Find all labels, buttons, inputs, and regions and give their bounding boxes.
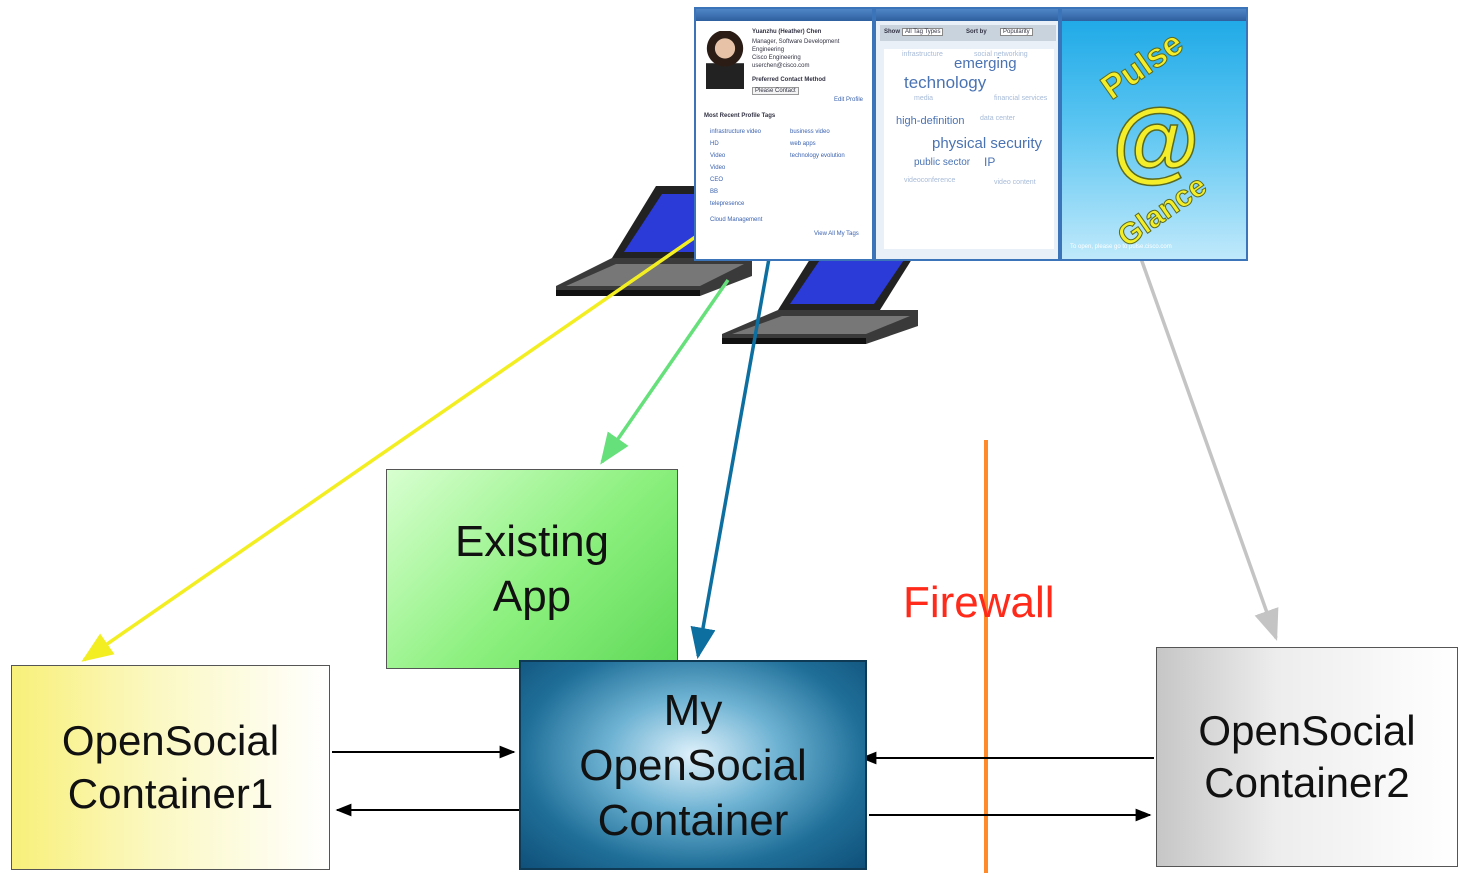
tag-cloud-item[interactable]: financial services (994, 95, 1048, 102)
preferred-contact-select[interactable]: Please Contact (752, 87, 799, 95)
profile-photo (706, 31, 744, 89)
pulse-at-glance-logo: Pulse @ Glance (1094, 24, 1214, 249)
tag-cloud-item[interactable]: videoconference (904, 177, 956, 184)
tag-cloud-item[interactable]: data center (980, 115, 1016, 122)
edit-profile-link[interactable]: Edit Profile (834, 97, 864, 103)
profile-tag[interactable]: business video (790, 129, 830, 135)
panel-titlebar (876, 9, 1058, 21)
tag-cloud-item[interactable]: media (914, 95, 934, 102)
pulse-footer-text: To open, please go to pulse.cisco.com (1070, 244, 1172, 250)
view-all-tags-link[interactable]: View All My Tags (814, 231, 859, 237)
profile-tag[interactable]: Cloud Management (710, 217, 763, 223)
profile-tag[interactable]: BB (710, 189, 719, 195)
preferred-contact-label: Preferred Contact Method (752, 77, 826, 83)
existing-app-label-line1: Existing (454, 517, 610, 566)
gray-arrow (1126, 221, 1279, 641)
tag-filter-bar: Show All Tag Types Sort by Popularity (880, 25, 1056, 41)
my-container-label-line2: OpenSocial (579, 740, 807, 790)
existing-app-label-line2: App (492, 572, 572, 621)
tag-cloud-item[interactable]: social networking (974, 51, 1028, 58)
opensocial-container1-box: OpenSocial Container1 (11, 665, 330, 870)
tag-cloud-item[interactable]: emerging (954, 55, 1017, 72)
profile-gadget-panel: Yuanzhu (Heather) Chen Manager, Software… (694, 7, 874, 261)
tag-cloud-item[interactable]: infrastructure (902, 51, 943, 58)
profile-tag[interactable]: Video (710, 165, 726, 171)
tag-cloud-item[interactable]: physical security (932, 135, 1043, 152)
container2-label-line1: OpenSocial (1198, 706, 1416, 754)
profile-detail: userchen@cisco.com (752, 63, 810, 69)
profile-tag[interactable]: telepresence (710, 201, 745, 207)
sort-select[interactable]: Popularity (1000, 28, 1033, 36)
blue-arrow (690, 235, 775, 660)
filter-label: Show (884, 29, 900, 35)
filter-select[interactable]: All Tag Types (902, 28, 944, 36)
profile-tag[interactable]: technology evolution (790, 153, 845, 159)
my-container-label-line3: Container (597, 795, 789, 845)
tag-cloud-item[interactable]: IP (984, 155, 996, 169)
laptop-icon (722, 240, 924, 344)
tag-cloud-item[interactable]: high-definition (896, 115, 965, 127)
existing-app-box: Existing App (386, 469, 678, 669)
container2-label-line2: Container2 (1204, 759, 1410, 806)
tag-navigator-panel: Show All Tag Types Sort by Popularity em… (874, 7, 1060, 261)
tag-cloud-item[interactable]: technology (904, 73, 987, 92)
pulse-at-glance-panel: Pulse @ Glance To open, please go to pul… (1060, 7, 1248, 261)
panel-titlebar (696, 9, 872, 21)
tag-cloud-item[interactable]: video content (994, 179, 1036, 186)
profile-name: Yuanzhu (Heather) Chen (752, 29, 822, 35)
at-symbol: @ (1112, 91, 1200, 191)
profile-tag[interactable]: CEO (710, 177, 724, 183)
profile-tag[interactable]: web apps (790, 141, 816, 147)
profile-tag[interactable]: HD (710, 141, 719, 147)
container1-label-line2: Container1 (67, 769, 274, 817)
profile-detail: Engineering (752, 47, 785, 53)
opensocial-container2-box: OpenSocial Container2 (1156, 647, 1458, 867)
green-arrow (600, 279, 730, 465)
recent-tags-heading: Most Recent Profile Tags (704, 113, 776, 119)
sort-label: Sort by (966, 29, 987, 35)
my-opensocial-container-box: My OpenSocial Container (519, 660, 867, 870)
profile-detail: Manager, Software Development (752, 39, 840, 45)
panel-titlebar (1062, 9, 1246, 21)
profile-tag[interactable]: Video (710, 153, 726, 159)
tag-cloud-item[interactable]: public sector (914, 157, 971, 168)
gadget-screenshots: Yuanzhu (Heather) Chen Manager, Software… (694, 7, 1248, 261)
firewall-label: Firewall (903, 578, 1055, 627)
profile-tag[interactable]: infrastructure video (710, 129, 762, 135)
profile-detail: Cisco Engineering (752, 55, 801, 61)
my-container-label-line1: My (663, 685, 723, 735)
container1-label-line1: OpenSocial (61, 717, 280, 764)
